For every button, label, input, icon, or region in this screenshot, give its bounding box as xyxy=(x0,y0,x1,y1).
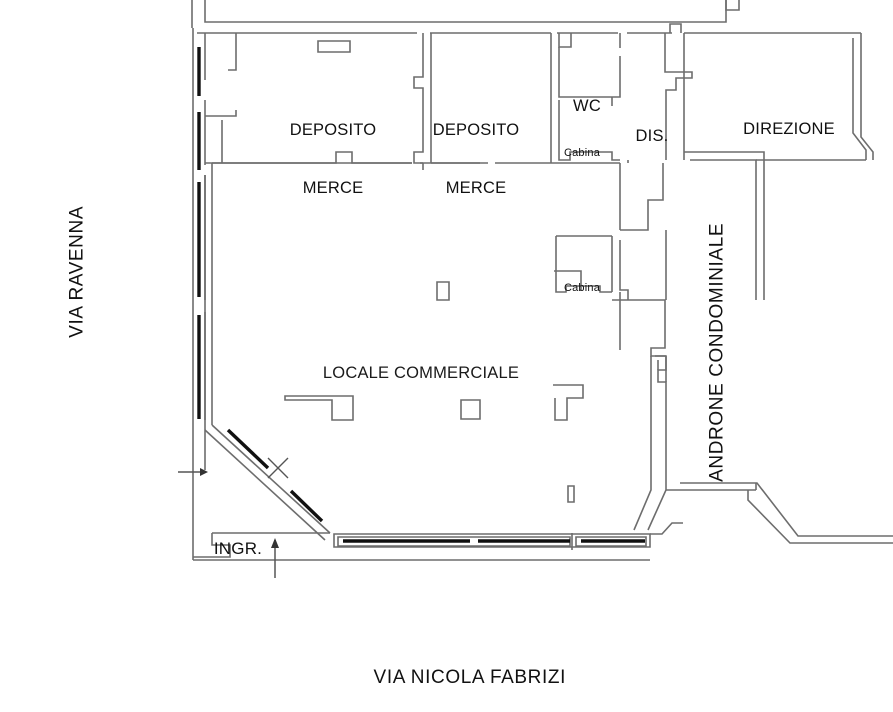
shopfront-outer-frame xyxy=(333,533,651,548)
room-label-dis: DIS. xyxy=(622,88,682,185)
fixture-counter-right xyxy=(553,384,584,421)
entrance-arrow-side-head xyxy=(200,468,208,476)
room-label-line1: Cabina xyxy=(563,281,601,294)
wall-direzione-bottom xyxy=(684,151,765,180)
room-label-line1: INGR. xyxy=(213,539,263,559)
fixture-counter-left xyxy=(284,395,354,421)
wall-top-right-return xyxy=(725,0,740,11)
fixture-deposito-unit xyxy=(317,40,351,53)
wall-partition-depositi xyxy=(413,33,424,164)
wall-mid-step-up xyxy=(620,163,664,231)
wall-right-main-long-inner xyxy=(633,356,652,531)
walls-thick-openings xyxy=(197,47,645,543)
walls-thin-outline xyxy=(191,0,893,561)
room-label-deposito-merce-1: DEPOSITO MERCE xyxy=(273,82,393,238)
floor-plan-canvas: DEPOSITO MERCE DEPOSITO MERCE WC DIS. DI… xyxy=(44,0,893,689)
wall-wc-box xyxy=(558,47,621,98)
room-label-line2: MERCE xyxy=(445,179,507,198)
fixture-column-b xyxy=(460,399,481,420)
shopfront-glass-b xyxy=(575,536,647,547)
wall-corridor-step xyxy=(612,299,666,357)
wall-deposito1-door xyxy=(205,110,237,117)
street-label-text: ANDRONE CONDOMINIALE xyxy=(706,222,728,482)
wall-androne-bottom-step xyxy=(747,490,893,544)
room-label-deposito-merce-2: DEPOSITO MERCE xyxy=(416,82,536,238)
shopfront-glass-a xyxy=(337,536,571,547)
street-label-via-nicola-fabrizi: VIA NICOLA FABRIZI xyxy=(308,645,608,712)
wall-cabina1-box xyxy=(558,100,620,161)
floor-plan-drawing xyxy=(178,0,893,578)
wall-direzione-right-inner xyxy=(852,38,867,160)
wall-diagonal-entrance-inner xyxy=(211,424,331,534)
room-label-cabina-1: Cabina xyxy=(556,121,608,186)
wall-wc-top-notch xyxy=(558,33,572,48)
wall-deposito1-stub xyxy=(228,33,237,71)
room-label-ingresso: INGR. xyxy=(203,499,273,599)
wall-direzione-right xyxy=(860,33,874,160)
room-label-line1: LOCALE COMMERCIALE xyxy=(322,363,520,382)
wall-corridor-right-a xyxy=(619,240,629,300)
fixture-angle-upper-right xyxy=(554,270,582,291)
street-label-text: VIA RAVENNA xyxy=(66,205,88,338)
street-label-androne-condominiale: ANDRONE CONDOMINIALE xyxy=(684,219,751,509)
wall-bottom-right-join xyxy=(650,522,683,535)
door-x-marker xyxy=(267,457,289,479)
entrance-arrow-bottom-head xyxy=(271,538,279,548)
fixture-column-c xyxy=(567,485,575,503)
wall-dis-top-notch xyxy=(669,23,682,33)
room-label-line1: DEPOSITO xyxy=(432,120,520,139)
wall-bottom-left-notch xyxy=(193,533,231,558)
room-label-line1: DEPOSITO xyxy=(289,120,377,139)
fixture-column-a xyxy=(436,281,450,301)
room-label-line1: DIREZIONE xyxy=(743,119,835,138)
wall-diagonal-entrance-outer xyxy=(204,429,326,541)
room-label-locale-commerciale: LOCALE COMMERCIALE xyxy=(301,325,541,422)
room-label-direzione: DIREZIONE xyxy=(724,81,854,178)
room-label-line1: DIS. xyxy=(635,126,669,145)
street-label-via-ravenna: VIA RAVENNA xyxy=(44,184,111,384)
wall-bottom-right-outer xyxy=(680,482,893,537)
window-diagonal-2 xyxy=(289,489,324,523)
room-label-line1: WC xyxy=(573,96,601,115)
window-diagonal-1 xyxy=(226,428,270,470)
annotation-arrows xyxy=(178,457,289,578)
wall-top-corridor xyxy=(204,0,727,23)
room-label-line1: Cabina xyxy=(563,146,601,159)
room-label-wc: WC xyxy=(557,58,617,155)
wall-cabina2-box xyxy=(555,236,612,293)
room-label-cabina-2: Cabina xyxy=(556,256,608,321)
room-label-line2: MERCE xyxy=(302,179,364,198)
street-label-text: VIA NICOLA FABRIZI xyxy=(373,667,566,689)
